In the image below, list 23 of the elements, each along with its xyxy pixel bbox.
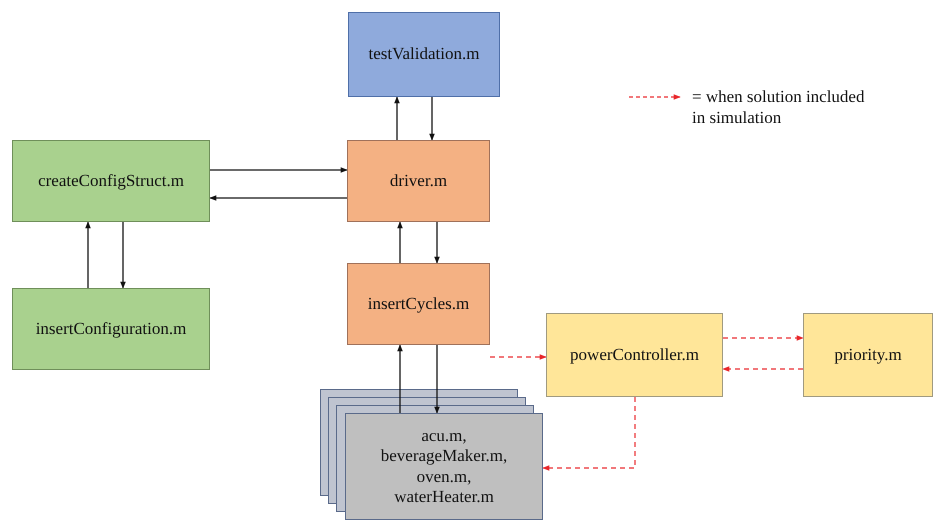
process-box: testValidation.m [348,12,500,97]
arrow [397,344,403,413]
arrow [542,397,636,471]
process-box: acu.m, beverageMaker.m, oven.m, waterHeater.m [345,413,543,520]
process-box: priority.m [803,313,933,397]
arrow [120,222,126,289]
arrow [723,335,804,341]
arrow [490,354,547,360]
legend-text: = when solution included in simulation [692,86,866,128]
arrow [209,195,347,201]
process-box: driver.m [347,140,490,222]
arrow [429,97,435,141]
arrow [394,96,400,140]
arrow [722,366,803,372]
arrow [397,221,403,263]
arrow [434,222,440,264]
process-box: powerController.m [546,313,723,397]
process-box: insertConfiguration.m [12,288,210,370]
arrow [85,221,91,288]
process-box: insertCycles.m [347,263,490,345]
process-box: createConfigStruct.m [12,140,210,222]
arrow [210,167,348,173]
arrow [434,345,440,414]
